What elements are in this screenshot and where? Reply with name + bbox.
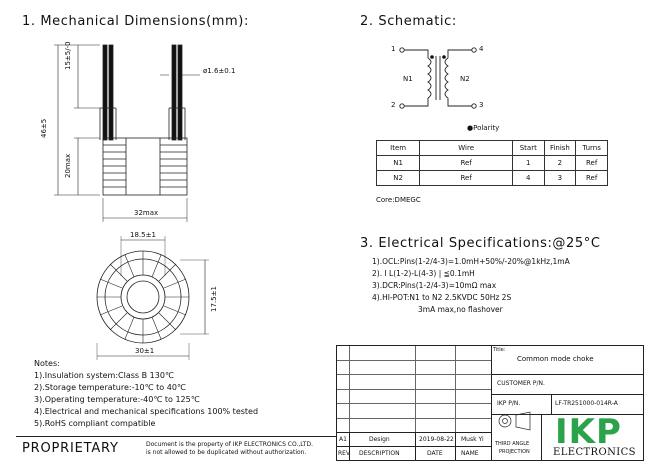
table-cell: Ref (419, 170, 514, 186)
dim-outer-diameter: 30±1 (135, 347, 155, 355)
note-item: 5).RoHS compliant compatible (34, 419, 156, 428)
rev-label: REV (338, 450, 351, 457)
spec-line: 3mA max,no flashover (418, 305, 503, 314)
spec-line: 1).OCL:Pins(1-2/4-3)=1.0mH+50%/-20%@1kHz… (372, 257, 570, 266)
table-cell: N1 (375, 155, 421, 171)
dim-lead-length: 15±5/-0 (64, 41, 72, 70)
mechanical-title: 1. Mechanical Dimensions(mm): (22, 14, 249, 29)
dim-body-height: 20max (64, 153, 72, 178)
table-header: Finish (543, 140, 577, 156)
table-header: Turns (575, 140, 608, 156)
drawing-title: Common mode choke (517, 355, 594, 363)
table-cell: 2 (543, 155, 577, 171)
table-cell: 1 (512, 155, 545, 171)
note-item: 1).Insulation system:Class B 130℃ (34, 371, 174, 380)
winding-n1-label: N1 (403, 75, 413, 83)
schematic-drawing (399, 47, 477, 109)
notice-line-1: Document is the property of IKP ELECTRON… (146, 441, 313, 448)
company-logo: IKP ELECTRONICS (541, 412, 643, 460)
note-item: 4).Electrical and mechanical specificati… (34, 407, 259, 416)
electrical-title: 3. Electrical Specifications:@25°C (360, 236, 601, 251)
ikp-pn-value: LF-TR251000-014R-A (555, 400, 618, 407)
pin-2-label: 2 (391, 101, 396, 109)
side-view-drawing (54, 44, 200, 222)
dim-body-width: 32max (134, 209, 159, 217)
spec-line: 4).HI-POT:N1 to N2 2.5KVDC 50Hz 2S (372, 293, 512, 302)
description-value: Design (369, 436, 390, 443)
logo-subtitle: ELECTRONICS (553, 447, 636, 458)
date-value: 2019-08-22 (419, 436, 454, 443)
title-block: A1 Design 2019-08-22 Musk Yi REV DESCRIP… (336, 345, 644, 461)
notes-title: Notes: (34, 359, 60, 368)
name-label: NAME (461, 450, 479, 457)
customer-pn-label: CUSTOMER P/N. (497, 380, 545, 387)
spec-line: 3).DCR:Pins(1-2/4-3)=10mΩ max (372, 281, 497, 290)
polarity-label: ●Polarity (467, 124, 500, 132)
name-value: Musk Yi (461, 436, 484, 443)
table-row: N1 Ref 1 2 Ref (375, 155, 608, 171)
table-header: Wire (419, 140, 514, 156)
winding-n2-label: N2 (460, 75, 470, 83)
table-header: Item (375, 140, 421, 156)
rev-value: A1 (339, 436, 347, 443)
logo-text: IKP (555, 412, 622, 452)
pin-3-label: 3 (479, 101, 484, 109)
title-label: Title: (493, 347, 506, 353)
dim-wire-diameter: ø1.6±0.1 (203, 67, 236, 75)
title-cell: Title: Common mode choke (491, 346, 643, 375)
ikp-pn-label: IKP P/N. (497, 400, 521, 407)
top-view-drawing (96, 236, 209, 360)
core-material: Core:DMEGC (376, 196, 421, 204)
ikp-pn-cell: IKP P/N. LF-TR251000-014R-A (491, 394, 643, 415)
revision-row-area: A1 Design 2019-08-22 Musk Yi REV DESCRIP… (337, 432, 492, 461)
table-header: Start (512, 140, 545, 156)
table-cell: Ref (419, 155, 514, 171)
description-label: DESCRIPTION (359, 450, 400, 457)
proprietary-bar: PROPRIETARY Document is the property of … (16, 436, 336, 461)
revision-grid (337, 346, 492, 432)
table-cell: Ref (575, 170, 608, 186)
projection-line-2: PROJECTION (499, 449, 530, 455)
table-cell: Ref (575, 155, 608, 171)
table-row: N2 Ref 4 3 Ref (375, 170, 608, 186)
third-angle-projection-icon (498, 411, 531, 431)
projection-cell: THIRD ANGLE PROJECTION (491, 414, 542, 460)
note-item: 2).Storage temperature:-10℃ to 40℃ (34, 383, 186, 392)
dim-inner-diameter: 18.5±1 (130, 231, 156, 239)
note-item: 3).Operating temperature:-40℃ to 125℃ (34, 395, 200, 404)
date-label: DATE (427, 450, 443, 457)
notes-section: Notes: 1).Insulation system:Class B 130℃… (34, 358, 258, 430)
customer-pn-cell: CUSTOMER P/N. (491, 374, 643, 395)
table-cell: 3 (543, 170, 577, 186)
pin-1-label: 1 (391, 45, 396, 53)
winding-table: Item Wire Start Finish Turns N1 Ref 1 2 … (375, 140, 608, 186)
proprietary-label: PROPRIETARY (22, 441, 119, 456)
dim-overall-height: 46±5 (40, 118, 48, 138)
electrical-spec-list: 1).OCL:Pins(1-2/4-3)=1.0mH+50%/-20%@1kHz… (372, 256, 570, 316)
table-header-row: Item Wire Start Finish Turns (375, 140, 608, 156)
spec-line: 2). I L(1-2)-L(4-3) | ≦0.1mH (372, 269, 475, 278)
table-cell: N2 (375, 170, 421, 186)
pin-4-label: 4 (479, 45, 484, 53)
table-cell: 4 (512, 170, 545, 186)
projection-line-1: THIRD ANGLE (495, 441, 530, 447)
dim-core-height: 17.5±1 (210, 286, 218, 312)
notice-line-2: is not allowed to be duplicated without … (146, 449, 307, 456)
schematic-title: 2. Schematic: (360, 14, 457, 29)
